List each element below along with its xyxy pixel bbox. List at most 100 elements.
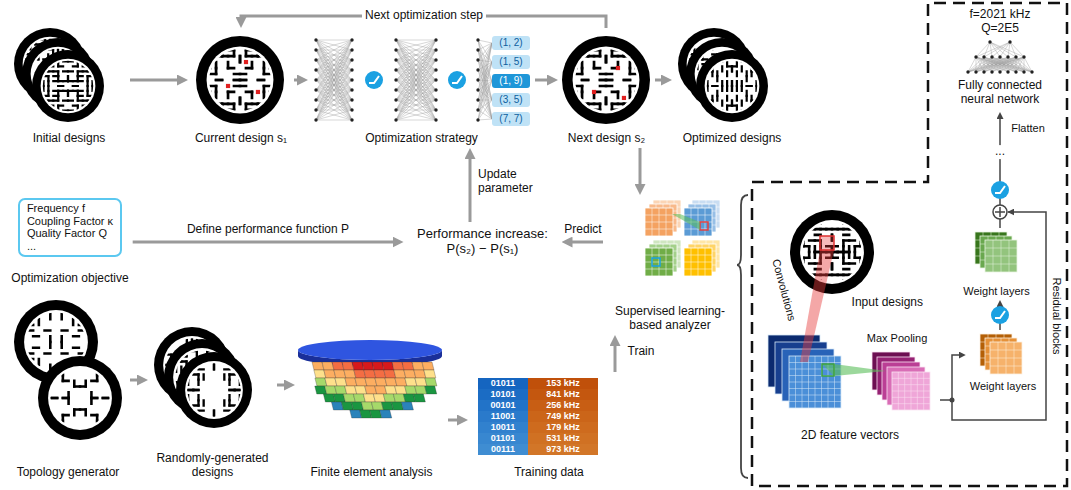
maze-wall [49, 313, 52, 319]
neuron [314, 58, 317, 61]
relu-icon [448, 71, 466, 89]
maze-wall [731, 86, 733, 91]
weight-line [396, 40, 436, 70]
weight-line [992, 57, 1024, 72]
maze-wall [51, 397, 57, 400]
maze-wall [258, 109, 264, 112]
disc-top [298, 340, 442, 360]
fea-model: Finite element analysis [295, 320, 448, 482]
maze-wall [605, 56, 608, 62]
maze-wall [210, 49, 216, 52]
design-ring [696, 50, 768, 122]
neuron [434, 38, 437, 41]
maze-wall [245, 50, 248, 56]
weight-layers: Weight layers [966, 330, 1040, 395]
maze-wall [696, 54, 698, 59]
grid-line [892, 403, 930, 404]
neuron [1014, 70, 1017, 73]
neuron [434, 118, 437, 121]
maze-wall [832, 228, 838, 231]
weight-line [478, 60, 492, 119]
maze-wall [716, 76, 718, 81]
maze-wall [47, 86, 49, 91]
node-text: (1, 2) [499, 37, 522, 49]
maze-wall [239, 395, 241, 400]
grid-line [705, 248, 706, 276]
weight-line [396, 40, 436, 50]
maze-wall [240, 85, 246, 88]
weight-line [396, 40, 436, 60]
maze-wall [731, 66, 733, 71]
design-core [705, 59, 760, 114]
weight-line [316, 40, 352, 70]
maze-wall [210, 55, 216, 58]
weight-line [316, 120, 352, 121]
maze-wall [269, 62, 272, 68]
maze-wall [246, 91, 252, 94]
design-core [185, 361, 243, 419]
maze-wall [29, 44, 31, 49]
maze-wall [802, 235, 805, 241]
weight-line [396, 90, 436, 120]
neuron [990, 70, 993, 73]
node-caption: Supervised learning-based analyzer [607, 305, 733, 333]
table-cell: 00111 [478, 444, 528, 455]
node-caption: Optimization objective [11, 272, 128, 286]
flow-arrow [469, 155, 472, 222]
fea-element [424, 370, 436, 378]
neuron [350, 108, 353, 111]
table-cell: 10101 [478, 389, 528, 400]
design-ring [562, 36, 650, 124]
weight-line [976, 57, 1024, 72]
weight-line [316, 40, 352, 90]
grid-line [645, 222, 673, 223]
maze-wall [58, 85, 63, 87]
node-text: Q=2E5 [981, 22, 1019, 36]
maze-wall [33, 346, 39, 349]
maze-wall [188, 410, 193, 412]
node-caption: Optimization strategy [365, 132, 478, 146]
grid-line [789, 382, 841, 383]
weight-line [478, 40, 492, 119]
weight-line [316, 40, 352, 50]
neuron [988, 40, 991, 43]
pooling-beam [822, 364, 886, 376]
node-text: Performance increase: P(s₂) − P(s₁) [408, 227, 558, 257]
weight-line [984, 57, 1024, 72]
maze-wall [712, 85, 717, 87]
maze-wall [606, 79, 612, 82]
maze-wall [27, 352, 33, 355]
maze-wall [702, 48, 707, 50]
weight-line [984, 42, 990, 57]
weight-line [316, 40, 352, 60]
maze-wall [630, 49, 636, 52]
maze-wall [630, 109, 636, 112]
neuron [350, 98, 353, 101]
maze-wall [210, 109, 216, 112]
input-design: Input designs [785, 205, 925, 312]
maze-wall [209, 62, 212, 68]
maze-wall [239, 374, 241, 379]
maze-wall [581, 68, 584, 74]
action-box: (7, 7) [492, 112, 530, 126]
maze-wall [187, 374, 189, 379]
maze-wall [755, 62, 757, 67]
maze-wall [27, 358, 33, 361]
maze-wall [239, 98, 242, 104]
maze-wall [859, 235, 862, 241]
maze-wall [721, 101, 723, 106]
grid-line [892, 397, 930, 398]
maze-wall [103, 397, 109, 400]
weight-line [478, 81, 492, 110]
maze [188, 364, 240, 416]
maze-wall [45, 329, 51, 332]
maze-wall [741, 101, 743, 106]
maze-wall [33, 335, 39, 338]
neuron [1022, 70, 1025, 73]
maze-wall [49, 342, 52, 348]
add-symbol-bar [999, 207, 1001, 217]
maze-wall [88, 60, 93, 62]
strategy-network: Optimization strategy(1, 2)(1, 5)(1, 9)(… [308, 28, 535, 148]
flow-arrow [940, 355, 962, 400]
weight-line [396, 40, 436, 110]
